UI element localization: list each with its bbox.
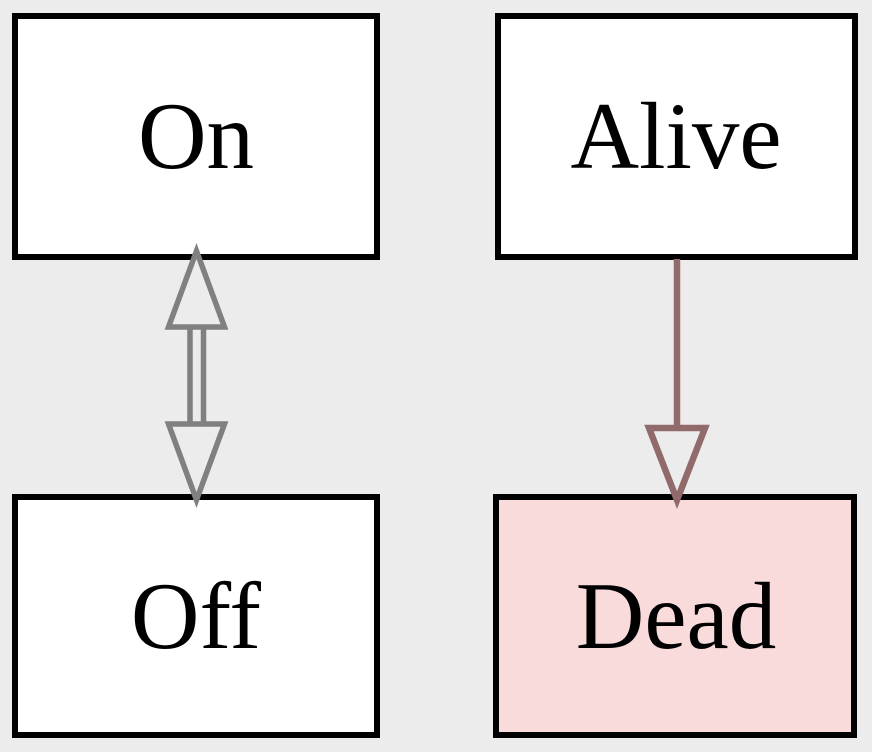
node-alive-label: Alive bbox=[570, 83, 781, 189]
edge-alive-dead bbox=[644, 259, 710, 509]
edge-on-off-arrowhead-down-icon bbox=[164, 421, 229, 508]
node-dead-label: Dead bbox=[576, 563, 776, 669]
node-alive: Alive bbox=[495, 13, 858, 260]
edge-alive-dead-arrowhead-icon bbox=[644, 424, 710, 509]
node-on-label: On bbox=[138, 83, 254, 189]
node-on: On bbox=[12, 13, 380, 260]
node-dead-box bbox=[493, 494, 857, 738]
node-on-box bbox=[12, 13, 380, 260]
edge-on-off bbox=[164, 243, 229, 508]
node-off-box bbox=[12, 494, 380, 738]
node-off-label: Off bbox=[131, 563, 262, 669]
node-alive-box bbox=[495, 13, 858, 260]
node-dead: Dead bbox=[493, 494, 857, 738]
node-off: Off bbox=[12, 494, 380, 738]
edge-on-off-arrowhead-up-icon bbox=[164, 243, 229, 330]
